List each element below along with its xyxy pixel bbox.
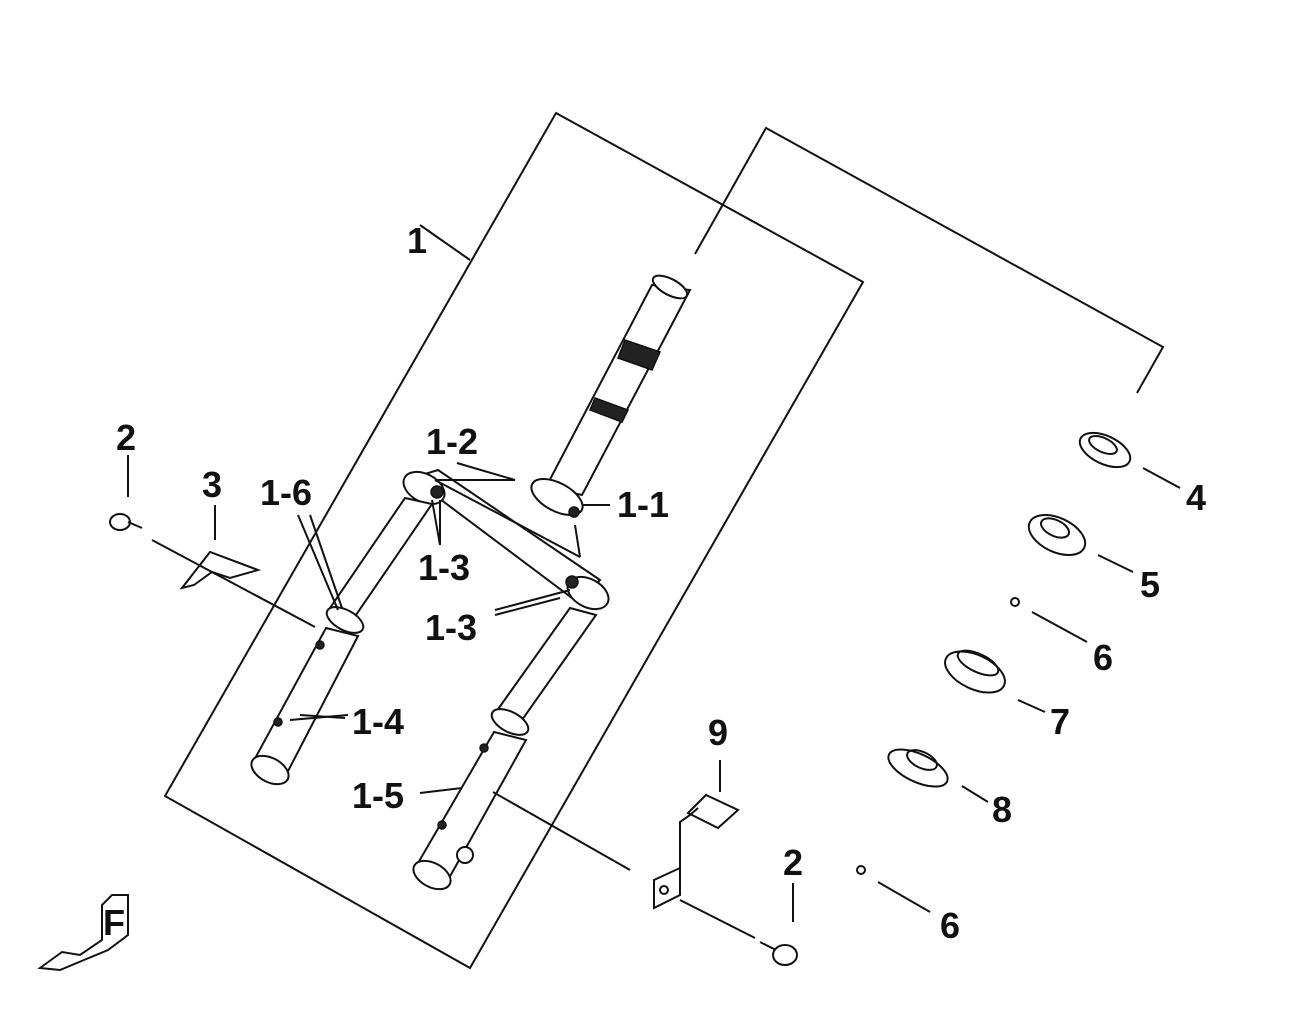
label-1-2: 1-2	[426, 421, 478, 462]
label-8: 8	[992, 789, 1012, 830]
front-direction-indicator: F	[37, 894, 129, 972]
label-7: 7	[1050, 701, 1070, 742]
label-2-right: 2	[783, 842, 803, 883]
steel-ball-part-6-upper	[1010, 597, 1020, 607]
label-2-left: 2	[116, 417, 136, 458]
label-3: 3	[202, 464, 222, 505]
left-fork-leg	[250, 496, 434, 786]
label-1: 1	[407, 220, 427, 261]
label-5: 5	[1140, 564, 1160, 605]
label-1-3-upper: 1-3	[418, 547, 470, 588]
label-1-1: 1-1	[617, 484, 669, 525]
bolt-part-2-right	[759, 941, 798, 966]
lock-nut-part-5	[1027, 514, 1087, 556]
bearing-cup-part-7	[944, 649, 1006, 694]
label-6-upper: 6	[1093, 637, 1113, 678]
label-1-6: 1-6	[260, 472, 312, 513]
bearing-race-part-8	[887, 748, 949, 788]
steering-stem	[530, 274, 692, 517]
leader-lines	[127, 224, 1181, 939]
label-1-4: 1-4	[352, 701, 404, 742]
front-indicator-letter: F	[103, 902, 125, 943]
steel-ball-part-6-lower	[856, 865, 866, 875]
label-1-3-lower: 1-3	[425, 607, 477, 648]
bracket-part-9	[653, 793, 740, 910]
label-9: 9	[708, 712, 728, 753]
bolt-part-2-left	[109, 513, 143, 531]
fork-crown	[402, 468, 610, 611]
clip-part-3	[179, 550, 262, 590]
fork-assembly-outline	[163, 111, 865, 970]
right-fork-leg	[412, 606, 598, 891]
steering-bearing-group-outline	[694, 126, 1165, 394]
label-6-lower: 6	[940, 905, 960, 946]
label-1-5: 1-5	[352, 775, 404, 816]
top-nut-part-4	[1078, 431, 1132, 469]
label-4: 4	[1186, 477, 1206, 518]
